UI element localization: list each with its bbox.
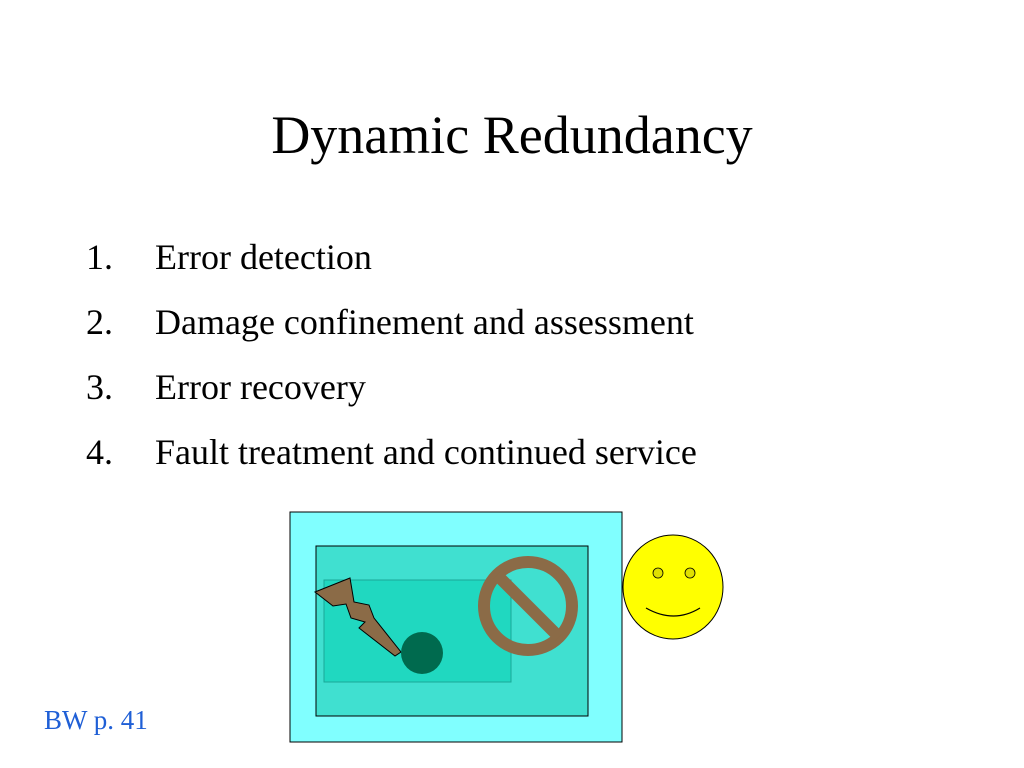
list-item: 4. Fault treatment and continued service (86, 427, 697, 477)
smiley-face-icon (622, 534, 724, 640)
item-number: 4. (86, 432, 113, 472)
redundancy-illustration (289, 510, 729, 745)
steps-list: 1. Error detection 2. Damage confinement… (86, 232, 697, 492)
item-text: Error recovery (155, 367, 366, 407)
item-text: Error detection (155, 237, 372, 277)
item-number: 2. (86, 302, 113, 342)
fault-dot-icon (401, 632, 443, 674)
reference-label: BW p. 41 (44, 705, 148, 735)
slide-title: Dynamic Redundancy (271, 105, 753, 165)
item-number: 1. (86, 237, 113, 277)
item-number: 3. (86, 367, 113, 407)
lightning-bolt-icon (314, 577, 402, 657)
item-text: Fault treatment and continued service (155, 432, 697, 472)
list-item: 1. Error detection (86, 232, 697, 282)
list-item: 2. Damage confinement and assessment (86, 297, 697, 347)
list-item: 3. Error recovery (86, 362, 697, 412)
illustration-svg (289, 511, 724, 743)
prohibition-sign-icon (478, 556, 578, 656)
item-text: Damage confinement and assessment (155, 302, 694, 342)
